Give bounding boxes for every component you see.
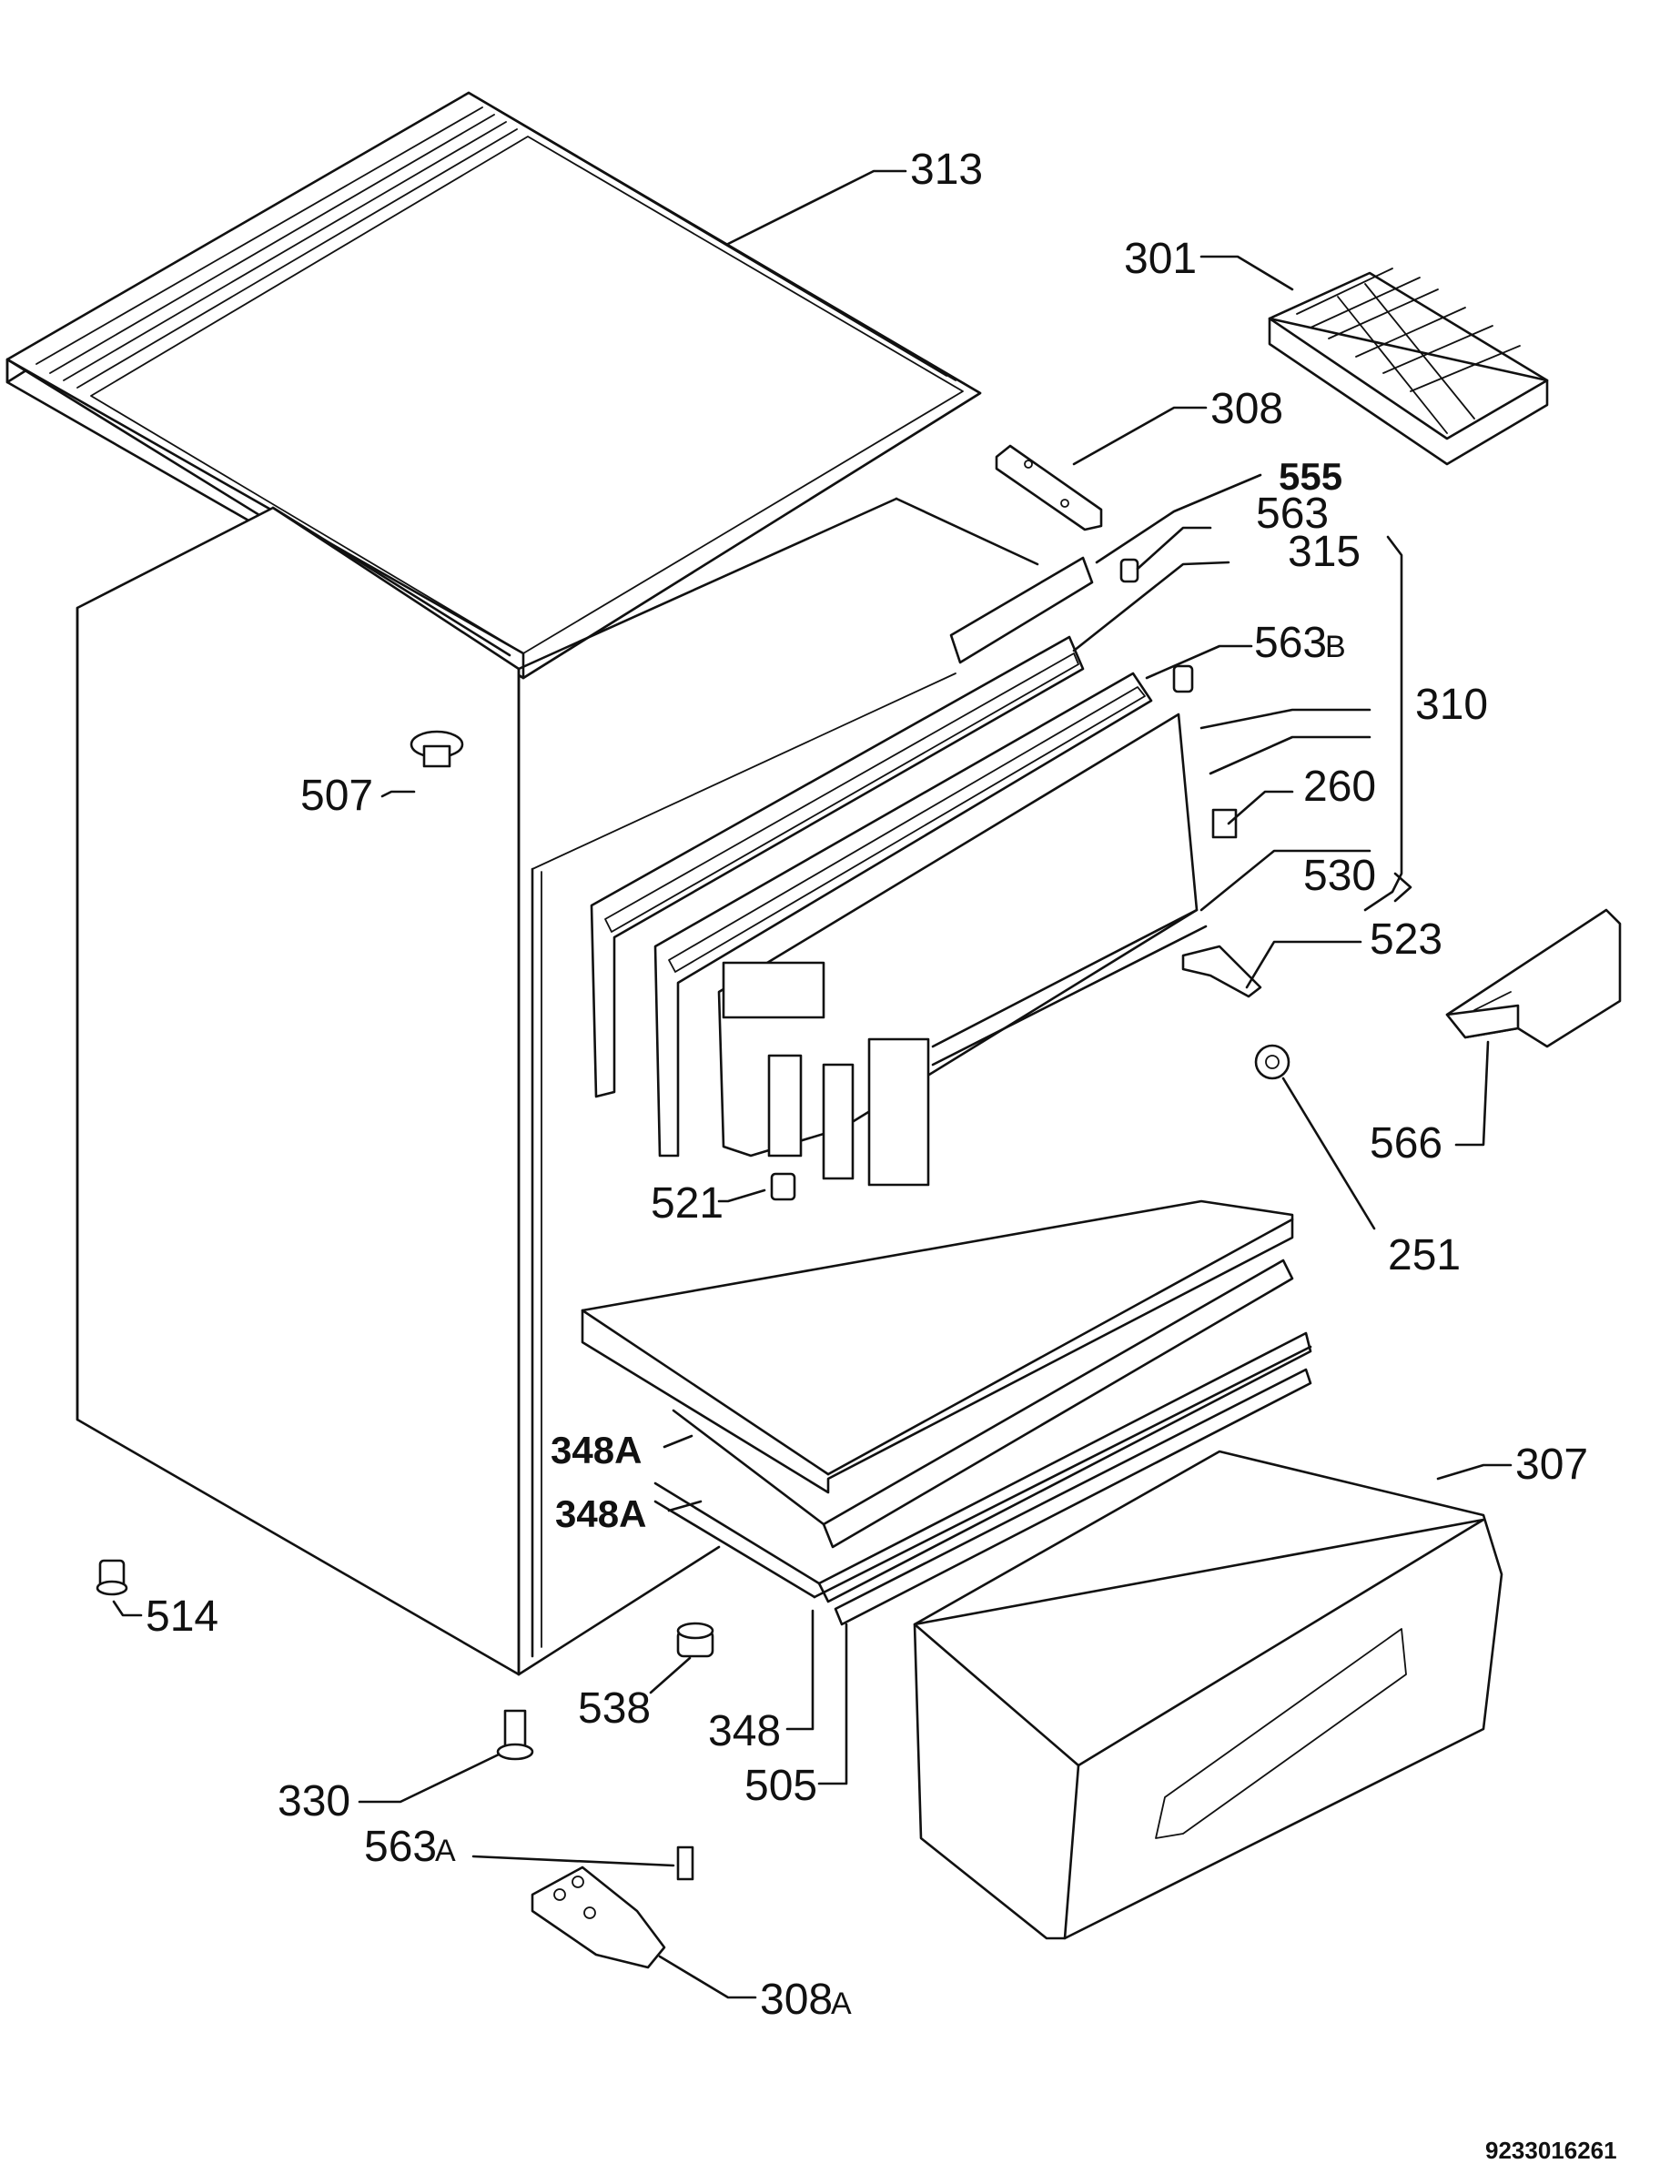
- label-563a-number: 563: [364, 1823, 437, 1871]
- glass-shelf-top: [581, 1199, 1294, 1494]
- label-505: 505: [744, 1762, 817, 1810]
- label-563b-suffix: B: [1325, 630, 1346, 664]
- label-301: 301: [1124, 235, 1197, 283]
- crisper-drawer: [913, 1450, 1503, 1940]
- label-315: 315: [1288, 528, 1361, 576]
- glass-shelf-bottom: [653, 1331, 1312, 1603]
- label-563b-number: 563: [1254, 619, 1327, 667]
- spacer-538: [676, 1622, 714, 1658]
- label-566: 566: [1370, 1119, 1442, 1168]
- label-310: 310: [1415, 681, 1488, 729]
- cabinet-body: [76, 497, 1039, 1676]
- label-538: 538: [578, 1684, 651, 1733]
- label-348: 348: [708, 1707, 781, 1755]
- foot-330: [496, 1709, 534, 1761]
- button-507: [410, 730, 464, 768]
- label-330: 330: [278, 1777, 350, 1825]
- label-555: 555: [1279, 455, 1342, 498]
- label-308a-suffix: A: [831, 1987, 852, 2021]
- label-348a-lower: 348A: [555, 1492, 646, 1535]
- label-521: 521: [651, 1179, 724, 1228]
- label-563a-suffix: A: [435, 1834, 456, 1868]
- clip-523: [1181, 945, 1262, 998]
- label-348a-upper: 348A: [551, 1429, 642, 1471]
- part-521: [770, 1172, 796, 1201]
- top-cover-part: [5, 91, 982, 680]
- label-563: 563: [1256, 490, 1329, 538]
- ice-tray-part: [1268, 268, 1549, 466]
- screw-563a: [676, 1845, 694, 1881]
- label-260: 260: [1303, 763, 1376, 811]
- hinge-part: [995, 444, 1103, 531]
- knob-251: [1254, 1044, 1290, 1080]
- label-251: 251: [1388, 1231, 1461, 1279]
- part-labels: 313 301 308 555 563 315 563 B 310 260 53…: [146, 146, 1588, 2024]
- freezer-door-assembly: [590, 635, 1199, 1187]
- label-507: 507: [300, 772, 373, 820]
- label-530: 530: [1303, 852, 1376, 900]
- screw-563: [1119, 558, 1139, 583]
- label-308: 308: [1210, 385, 1283, 433]
- shelf-rail-middle: [672, 1259, 1294, 1549]
- clip-260: [1211, 808, 1238, 839]
- small-plate-555: [949, 556, 1094, 664]
- screw-563b: [1172, 664, 1194, 693]
- foot-514: [96, 1559, 128, 1596]
- label-308a-number: 308: [760, 1976, 833, 2024]
- label-523: 523: [1370, 915, 1442, 964]
- ice-scraper-part: [1445, 908, 1622, 1048]
- rail-530: [931, 908, 1208, 1067]
- label-514: 514: [146, 1592, 218, 1641]
- document-code: 9233016261: [1485, 2137, 1617, 2164]
- label-313: 313: [910, 146, 983, 194]
- shelf-strip-505: [834, 1368, 1312, 1626]
- hinge-308a: [531, 1866, 666, 1969]
- leader-lines: [112, 169, 1513, 1999]
- label-307: 307: [1515, 1441, 1588, 1489]
